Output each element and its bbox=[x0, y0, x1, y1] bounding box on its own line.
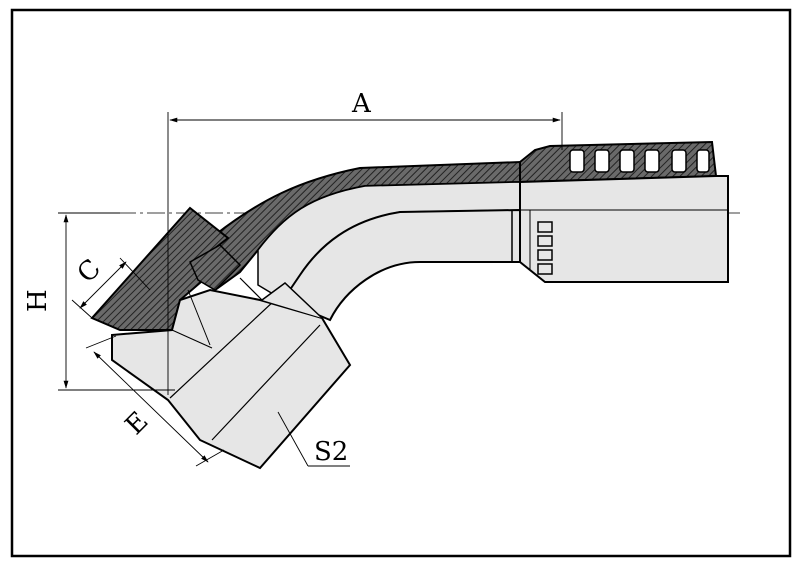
drawing-frame bbox=[10, 8, 792, 558]
dimension-a-label: A bbox=[351, 89, 372, 119]
elbow-fitting bbox=[90, 140, 729, 470]
ferrule-body bbox=[519, 175, 729, 283]
dimension-e-label: E bbox=[120, 406, 155, 441]
dimension-c-label: C bbox=[72, 254, 107, 289]
nut-collar-inner bbox=[189, 244, 242, 291]
dimension-e bbox=[85, 335, 225, 467]
leader-s2 bbox=[277, 411, 350, 467]
dimension-a bbox=[167, 112, 563, 395]
callout-s2-label: S2 bbox=[314, 437, 348, 467]
dimension-h-label: H bbox=[23, 289, 53, 312]
dimension-c bbox=[71, 257, 151, 319]
crimp-tabs bbox=[537, 221, 553, 275]
ferrule-ribs bbox=[569, 149, 710, 173]
